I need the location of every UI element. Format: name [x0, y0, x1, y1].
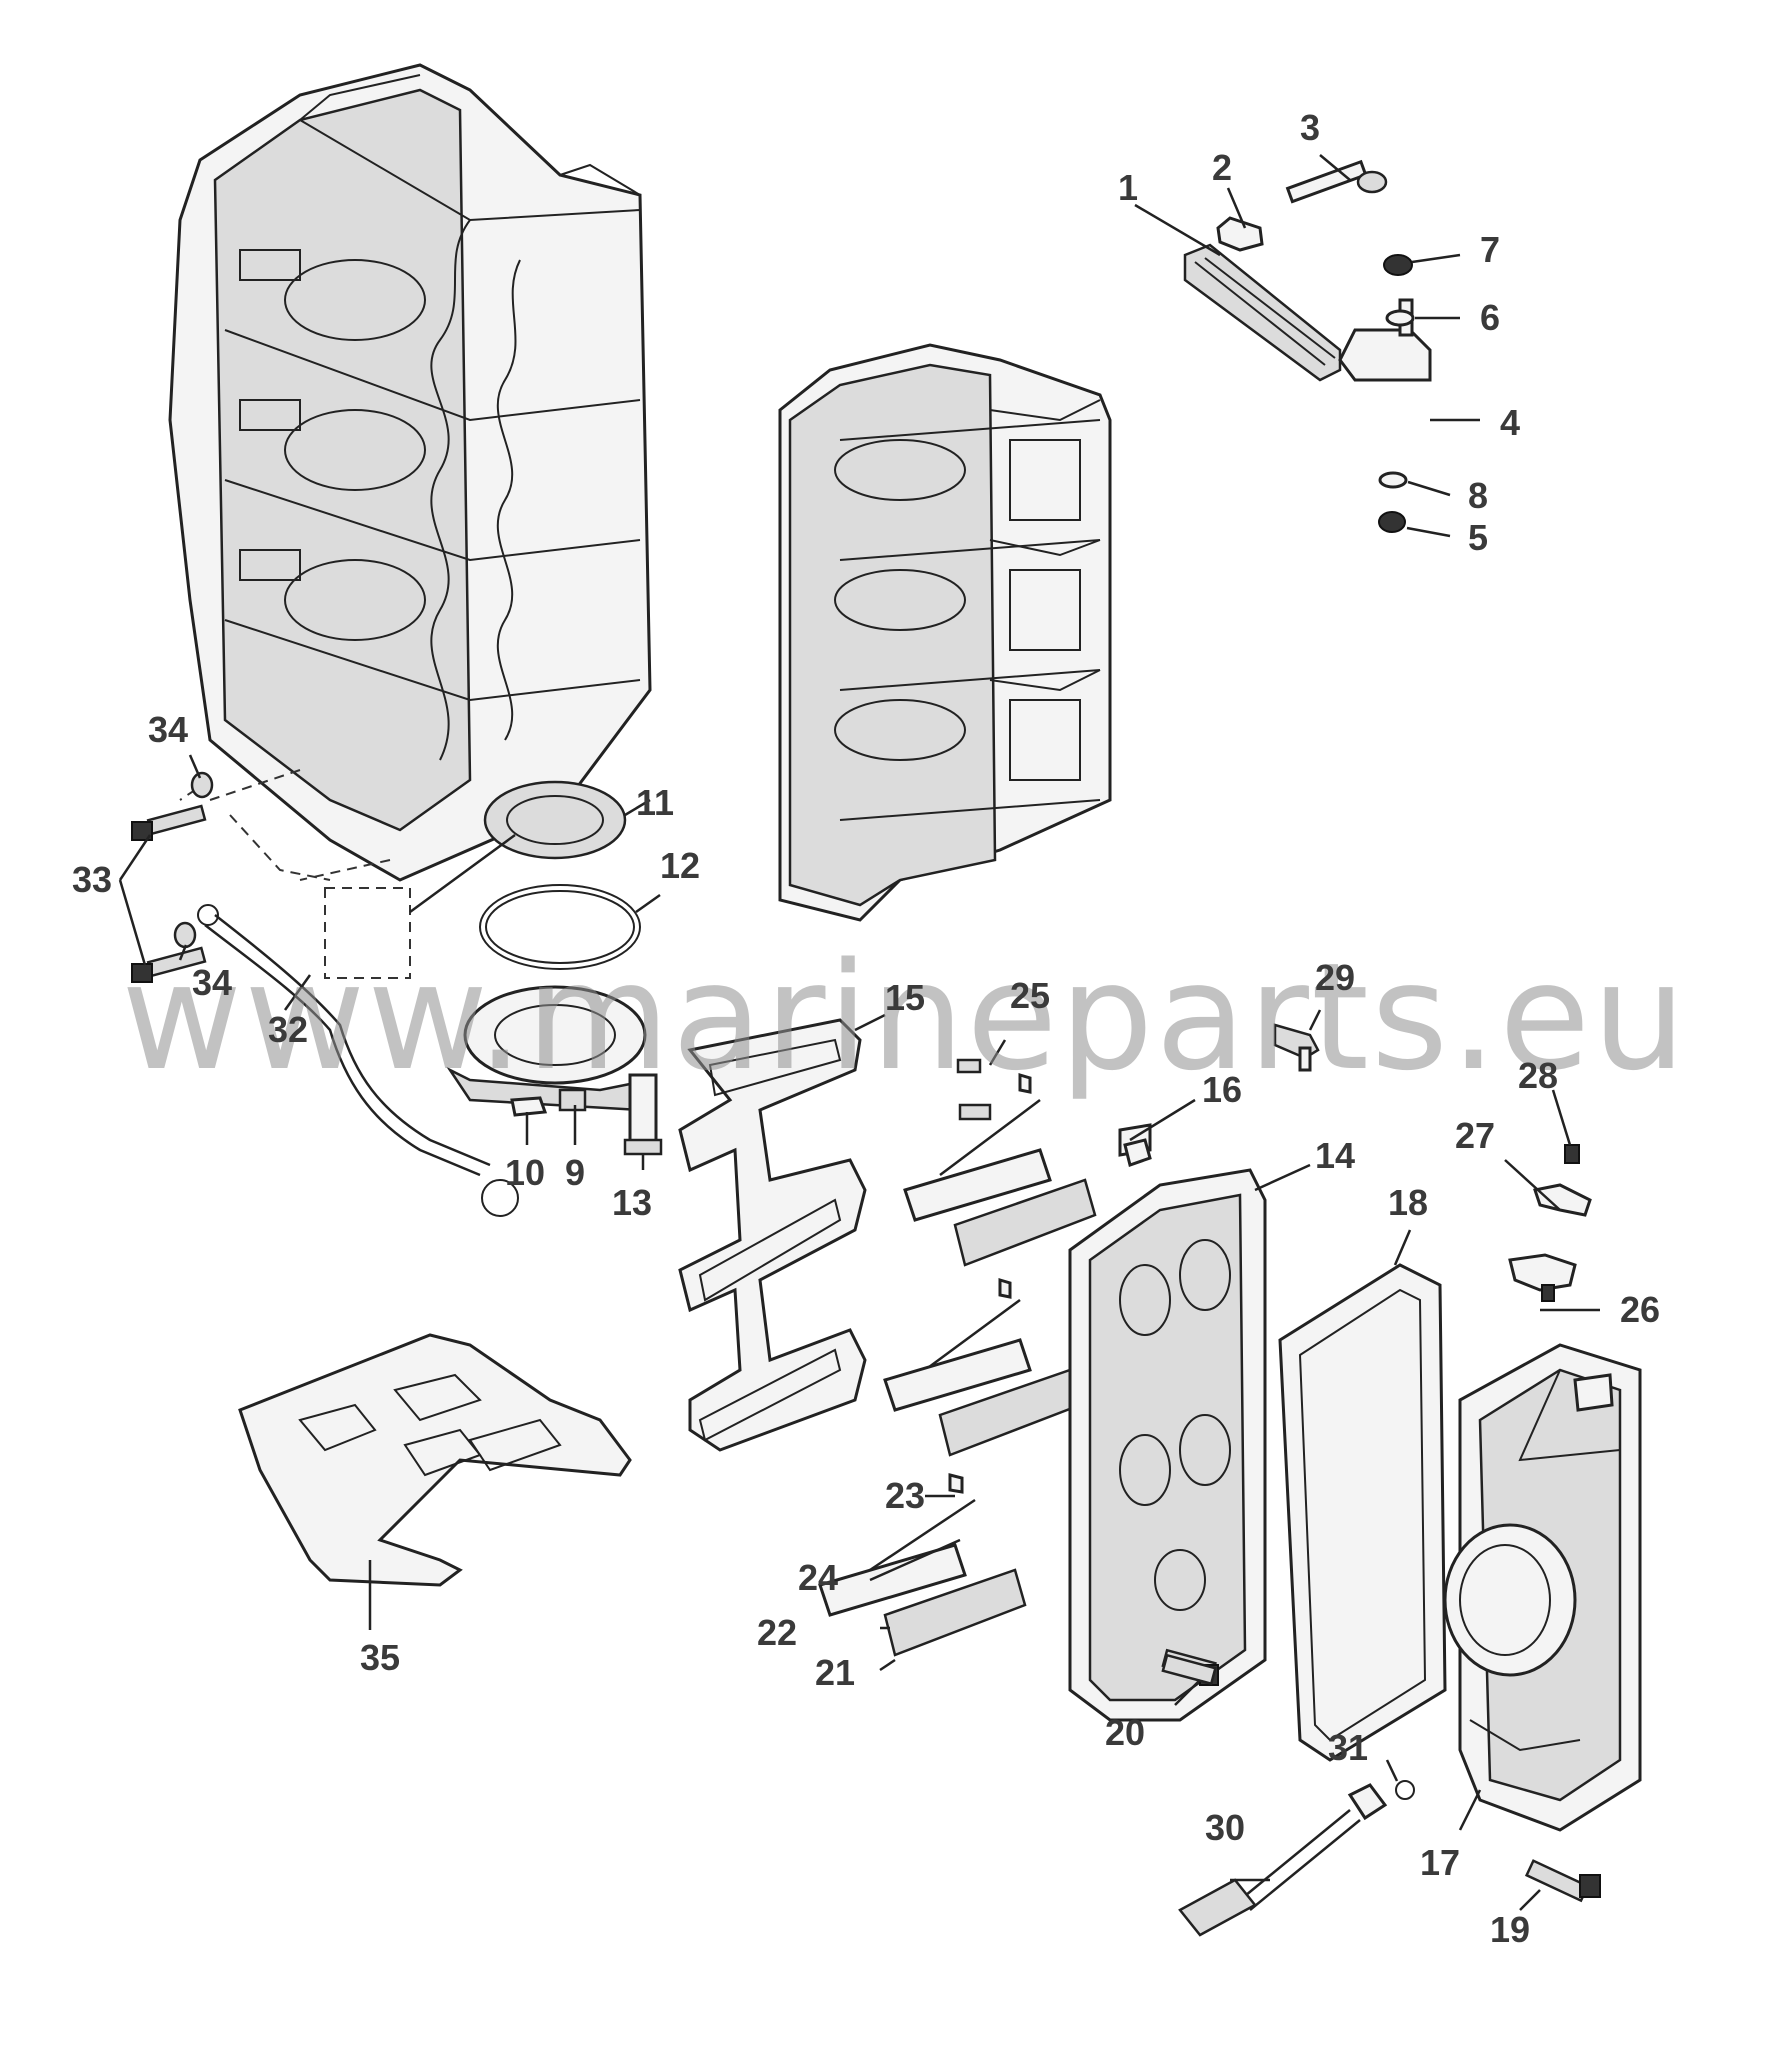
callout-label: 13 — [612, 1182, 652, 1223]
intake-gasket — [1278, 1263, 1447, 1762]
callout-label: 26 — [1620, 1289, 1660, 1330]
callout-label: 17 — [1420, 1842, 1460, 1883]
reed-block-housing — [1068, 1123, 1267, 1722]
reed-valves — [818, 1058, 1097, 1657]
callout-label: 32 — [268, 1009, 308, 1050]
callout-label: 2 — [1212, 147, 1232, 188]
callout-label: 10 — [505, 1152, 545, 1193]
dipstick-and-bolts — [131, 771, 519, 1217]
callout-label: 20 — [1105, 1712, 1145, 1753]
cylinder-block — [778, 343, 1112, 922]
callout-label: 11 — [636, 782, 674, 823]
callout-label: 12 — [660, 845, 700, 886]
callout-label: 1 — [1118, 167, 1138, 208]
callout-label: 28 — [1518, 1055, 1558, 1096]
callout-label: 6 — [1480, 297, 1500, 338]
callout-label: 22 — [757, 1612, 797, 1653]
callout-label: 21 — [815, 1652, 855, 1693]
callout-label: 19 — [1490, 1909, 1530, 1950]
callout-label: 16 — [1202, 1069, 1242, 1110]
callout-label: 15 — [885, 977, 925, 1018]
callout-label: 34 — [148, 709, 188, 750]
callout-label: 24 — [798, 1557, 838, 1598]
callout-label: 18 — [1388, 1182, 1428, 1223]
crankcase-block — [168, 63, 652, 882]
callout-label: 29 — [1315, 957, 1355, 998]
callout-label: 8 — [1468, 475, 1488, 516]
callout-labels: 1 2 3 4 5 6 7 8 9 10 11 12 13 14 15 16 1… — [72, 107, 1660, 1950]
reed-block-gasket — [678, 1018, 867, 1452]
end-cap-assembly — [446, 780, 663, 1156]
callout-label: 14 — [1315, 1135, 1355, 1176]
callout-label: 34 — [192, 962, 232, 1003]
hose-fitting — [1178, 1780, 1415, 1937]
callout-label: 27 — [1455, 1115, 1495, 1156]
callout-label: 25 — [1010, 975, 1050, 1016]
callout-label: 7 — [1480, 229, 1500, 270]
callout-label: 33 — [72, 859, 112, 900]
callout-label: 5 — [1468, 517, 1488, 558]
callout-label: 35 — [360, 1637, 400, 1678]
watermark-text: www.marineparts.eu — [121, 931, 1688, 1103]
callout-label: 4 — [1500, 402, 1520, 443]
base-gasket — [238, 1333, 632, 1587]
callout-label: 30 — [1205, 1807, 1245, 1848]
leader-lines — [118, 154, 1600, 1911]
callout-label: 3 — [1300, 107, 1320, 148]
callout-label: 9 — [565, 1152, 585, 1193]
bolts — [1161, 1653, 1601, 1903]
fuel-rail-assembly — [1183, 159, 1432, 533]
sensors-and-brackets — [958, 1023, 1592, 1302]
intake-manifold — [1443, 1343, 1642, 1832]
callout-label: 23 — [885, 1475, 925, 1516]
callout-label: 31 — [1328, 1727, 1368, 1768]
